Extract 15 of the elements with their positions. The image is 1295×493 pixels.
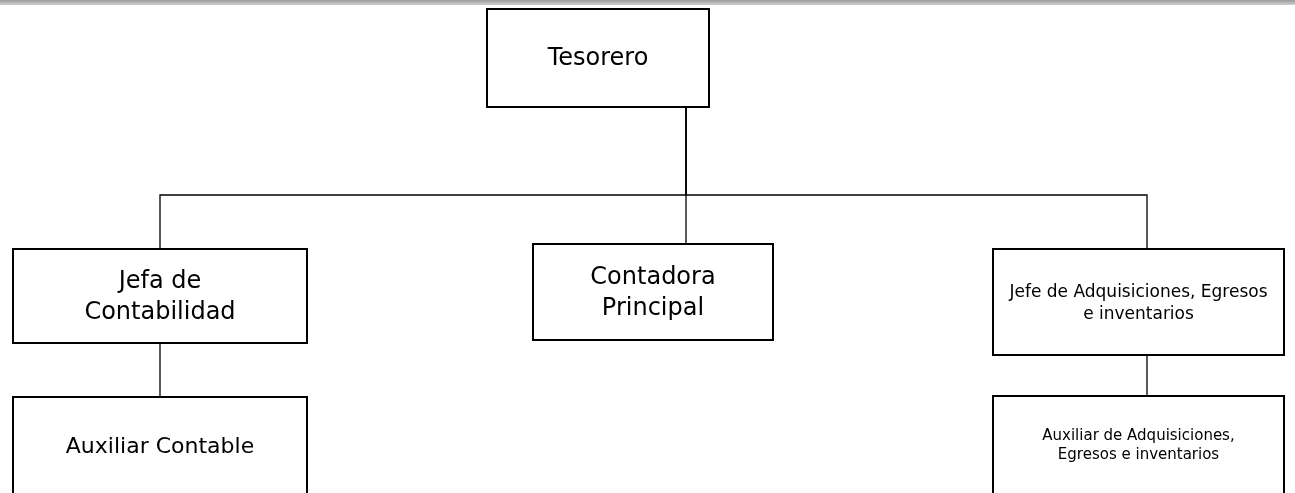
box-label: Contadora Principal (589, 260, 717, 323)
org-box (12, 248, 308, 344)
box-label: Tesorero (547, 42, 649, 74)
org-box (992, 395, 1285, 493)
box-label: Auxiliar Contable (65, 431, 255, 460)
box-label: Jefa de Contabilidad (83, 264, 237, 327)
org-box (992, 248, 1285, 356)
org-box (12, 396, 308, 493)
connector-line (1146, 355, 1148, 396)
connector-line (159, 343, 161, 397)
org-box (486, 8, 710, 108)
connector-line (685, 107, 1148, 249)
box-label: Jefe de Adquisiciones, Egresos e inventarios (1007, 279, 1269, 325)
org-box (532, 243, 774, 341)
box-label: Auxiliar de Adquisiciones, Egresos e inventarios (1041, 425, 1236, 465)
